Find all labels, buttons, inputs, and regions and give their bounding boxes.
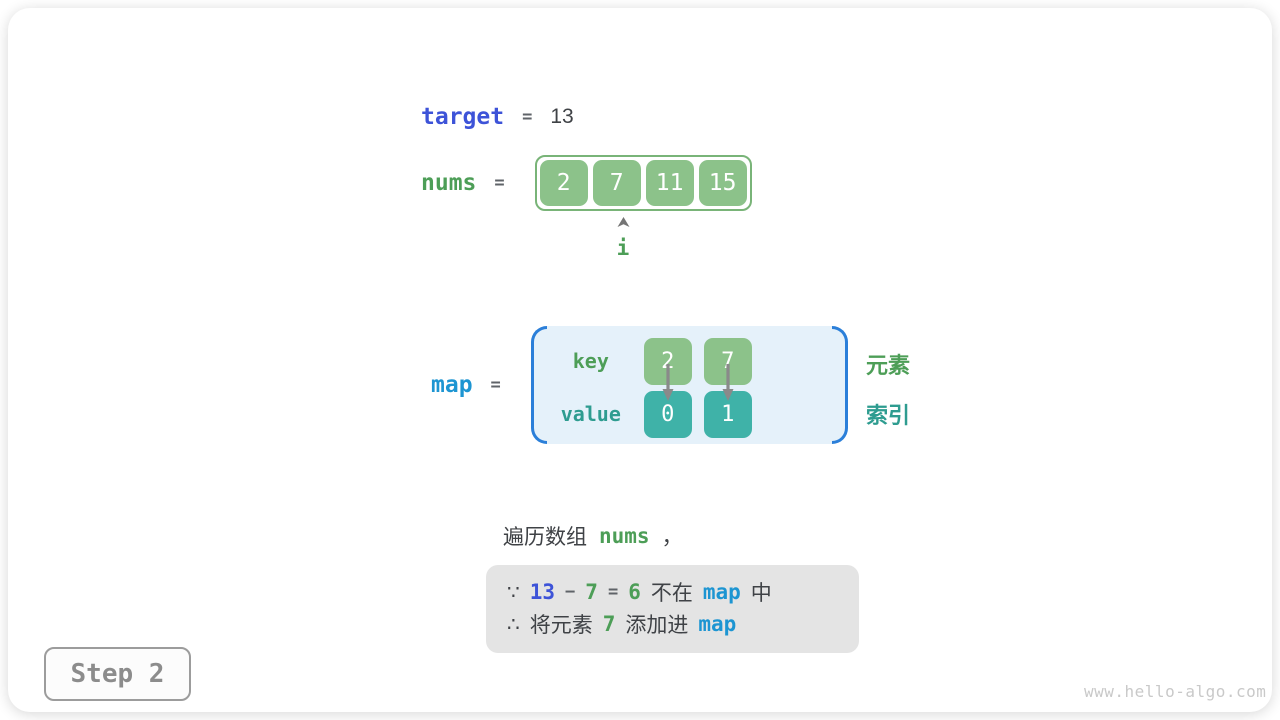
map-value-label: value <box>560 402 621 426</box>
nums-row: nums = 2 7 11 15 <box>421 155 752 211</box>
nums-array: 2 7 11 15 <box>534 155 752 211</box>
note-target-number: 13 <box>529 580 556 604</box>
note-text: 不在 <box>650 582 693 605</box>
map-equals: = <box>490 375 501 395</box>
figure-panel: target = 13 nums = 2 7 11 15 i map = key… <box>8 8 1272 712</box>
nums-array-cell: 15 <box>698 160 747 206</box>
nums-array-cell: 11 <box>645 160 694 206</box>
index-side-label: 索引 <box>866 403 911 428</box>
note-line-2: ∴ 将元素 7 添加进 map <box>507 608 859 640</box>
note-line-1: ∵ 13 − 7 = 6 不在 map 中 <box>507 576 859 608</box>
caption-text-after: ， <box>661 526 683 549</box>
note-map-code: map <box>702 580 741 604</box>
equals-operator: = <box>607 582 619 602</box>
note-element-number: 7 <box>585 580 598 604</box>
note-element-number: 7 <box>602 612 616 636</box>
target-equals: = <box>522 107 533 127</box>
note-text: 添加进 <box>625 614 689 637</box>
element-side-label: 元素 <box>866 353 911 378</box>
caption-text-before: 遍历数组 <box>503 526 587 549</box>
note-text: 将元素 <box>529 614 593 637</box>
pointer-up-icon <box>617 217 630 227</box>
target-keyword: target <box>421 104 505 130</box>
map-keyword: map <box>431 372 473 398</box>
note-text: 中 <box>750 582 772 605</box>
nums-array-cell: 7 <box>592 160 641 206</box>
therefore-symbol: ∴ <box>507 613 520 636</box>
note-map-code: map <box>698 612 737 636</box>
note-box: ∵ 13 − 7 = 6 不在 map 中 ∴ 将元素 7 添加进 map <box>486 565 859 653</box>
map-key-label: key <box>572 349 609 373</box>
arrow-down-icon <box>722 364 734 401</box>
caption-code-nums: nums <box>599 524 650 548</box>
nums-array-cell: 2 <box>539 160 588 206</box>
target-row: target = 13 <box>421 102 574 132</box>
map-value-cell: 0 <box>643 391 692 438</box>
note-difference-number: 6 <box>628 580 641 604</box>
nums-equals: = <box>494 173 505 193</box>
step-badge: Step 2 <box>44 647 191 701</box>
map-left-bracket <box>530 326 547 444</box>
target-value: 13 <box>550 105 574 128</box>
because-symbol: ∵ <box>507 581 520 604</box>
map-container: key value 2 7 0 1 <box>530 326 848 444</box>
minus-operator: − <box>565 582 576 602</box>
arrow-down-icon <box>662 364 674 401</box>
map-right-bracket <box>831 326 848 444</box>
watermark: www.hello-algo.com <box>1084 682 1267 701</box>
index-pointer-label: i <box>616 236 630 260</box>
map-row: map = key value 2 7 0 1 <box>431 326 848 444</box>
caption-row: 遍历数组 nums ， <box>503 521 683 551</box>
map-value-cell: 1 <box>703 391 752 438</box>
nums-keyword: nums <box>421 170 477 196</box>
